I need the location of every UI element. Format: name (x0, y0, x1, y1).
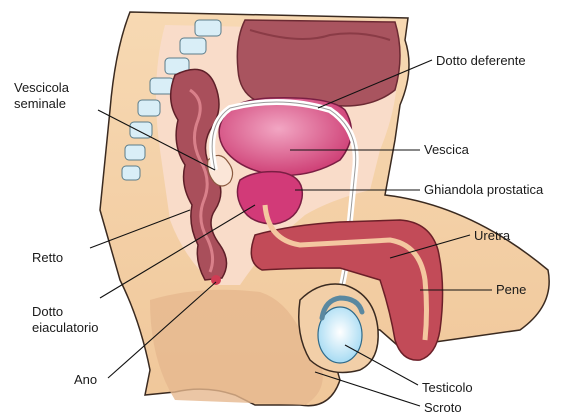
label-dotto-eiaculatorio-line2: eiaculatorio (32, 320, 99, 335)
label-dotto-eiaculatorio-line1: Dotto (32, 304, 63, 319)
anus (211, 275, 221, 285)
label-dotto-deferente: Dotto deferente (436, 53, 526, 68)
vertebra (122, 166, 140, 180)
vertebra (195, 20, 221, 36)
label-dotto-eiaculatorio: Dotto eiaculatorio (32, 304, 99, 335)
label-vescicola-seminale-line2: seminale (14, 96, 66, 111)
vertebra (125, 145, 145, 160)
label-uretra: Uretra (474, 228, 511, 243)
label-testicolo: Testicolo (422, 380, 473, 395)
label-retto: Retto (32, 250, 63, 265)
label-vescicola-seminale-line1: Vescicola (14, 80, 70, 95)
label-scroto: Scroto (424, 400, 462, 415)
label-ghiandola-prostatica: Ghiandola prostatica (424, 182, 544, 197)
vertebra (138, 100, 160, 116)
label-vescica: Vescica (424, 142, 470, 157)
label-vescicola-seminale: Vescicola seminale (14, 80, 73, 111)
label-ano: Ano (74, 372, 97, 387)
label-pene: Pene (496, 282, 526, 297)
vertebra (180, 38, 206, 54)
